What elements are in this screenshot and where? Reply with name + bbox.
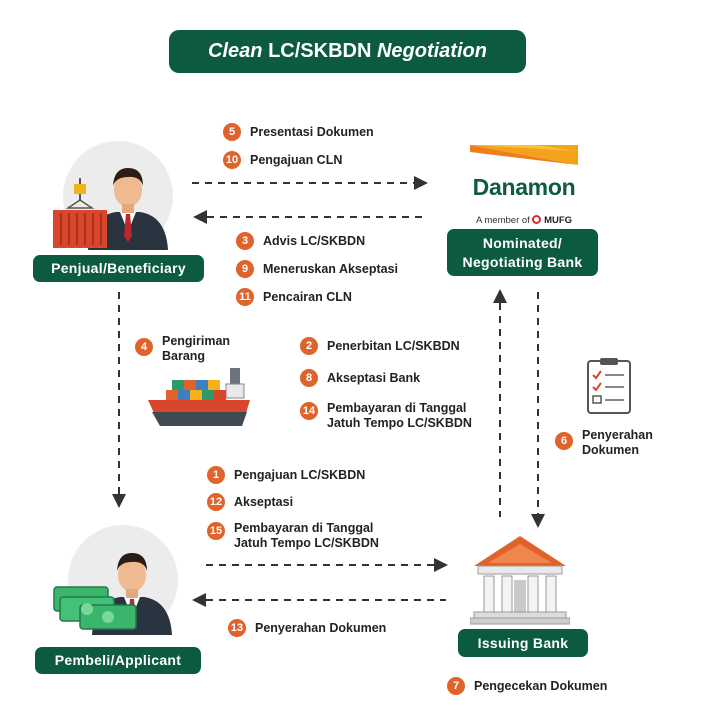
arrowhead-right-2 (434, 558, 448, 572)
step-text-line2: Barang (162, 349, 206, 363)
step-number-badge: 14 (300, 402, 318, 420)
step-3: 3 Advis LC/SKBDN (236, 232, 365, 250)
step-6: 6 Penyerahan Dokumen (555, 428, 653, 458)
member-prefix: A member of (475, 215, 530, 226)
step-text: Penerbitan LC/SKBDN (327, 338, 460, 353)
mufg-icon (532, 215, 542, 224)
step-13: 13 Penyerahan Dokumen (228, 619, 386, 637)
issuing-bank-label: Issuing Bank (458, 629, 588, 657)
step-text: Akseptasi Bank (327, 370, 421, 385)
step-text-line1: Penyerahan (582, 428, 653, 442)
step-text: Pengecekan Dokumen (474, 678, 608, 693)
step-number-badge: 2 (300, 337, 318, 355)
step-text: Pengajuan LC/SKBDN (234, 467, 366, 482)
title-part-2: LC/SKBDN (268, 40, 372, 62)
step-number-badge: 11 (236, 288, 254, 306)
step-number-badge: 1 (207, 466, 225, 484)
step-number-badge: 13 (228, 619, 246, 637)
buyer-label: Pembeli/Applicant (35, 647, 201, 674)
arrowhead-right-1 (414, 176, 428, 190)
step-number-badge: 6 (555, 432, 573, 450)
step-11: 11 Pencairan CLN (236, 288, 352, 306)
member-group: MUFG (544, 215, 573, 226)
step-number-badge: 12 (207, 493, 225, 511)
step-7: 7 Pengecekan Dokumen (447, 677, 607, 695)
step-text: Akseptasi (234, 494, 294, 509)
title-part-3: Negotiation (376, 40, 487, 62)
step-text-line2: Jatuh Tempo LC/SKBDN (234, 536, 379, 550)
step-text: Meneruskan Akseptasi (263, 261, 399, 276)
step-8: 8 Akseptasi Bank (300, 369, 420, 387)
step-text: Advis LC/SKBDN (263, 233, 366, 248)
step-15: 15 Pembayaran di Tanggal Jatuh Tempo LC/… (207, 521, 379, 551)
step-text-line1: Pembayaran di Tanggal (327, 401, 467, 415)
danamon-wordmark: Danamon (472, 174, 576, 200)
arrowhead-down-1 (112, 494, 126, 508)
step-number-badge: 8 (300, 369, 318, 387)
step-14: 14 Pembayaran di Tanggal Jatuh Tempo LC/… (300, 401, 472, 431)
arrowhead-up-1 (493, 289, 507, 303)
step-number-badge: 5 (223, 123, 241, 141)
step-number-badge: 10 (223, 151, 241, 169)
step-5: 5 Presentasi Dokumen (223, 123, 374, 141)
step-text: Pencairan CLN (263, 289, 352, 304)
title-part-1: Clean (208, 40, 263, 62)
step-9: 9 Meneruskan Akseptasi (236, 260, 398, 278)
arrowhead-left-2 (192, 593, 206, 607)
nominated-bank-label: Nominated/ Negotiating Bank (447, 229, 598, 276)
step-number-badge: 15 (207, 522, 225, 540)
nominated-label-line2: Negotiating Bank (462, 253, 583, 270)
step-1: 1 Pengajuan LC/SKBDN (207, 466, 365, 484)
step-text: Pembayaran di Tanggal Jatuh Tempo LC/SKB… (327, 401, 472, 431)
cargo-crane-icon (53, 178, 107, 248)
step-number-badge: 3 (236, 232, 254, 250)
step-text-line1: Pengiriman (162, 334, 231, 348)
step-text: Presentasi Dokumen (250, 124, 374, 139)
cash-money-icon (53, 586, 137, 630)
step-text-line2: Jatuh Tempo LC/SKBDN (327, 416, 472, 430)
step-text: Penyerahan Dokumen (582, 428, 653, 458)
cargo-ship-icon (148, 368, 250, 426)
step-2: 2 Penerbitan LC/SKBDN (300, 337, 460, 355)
arrowhead-left-1 (193, 210, 207, 224)
step-10: 10 Pengajuan CLN (223, 151, 342, 169)
step-text: Pembayaran di Tanggal Jatuh Tempo LC/SKB… (234, 521, 379, 551)
step-text: Pengiriman Barang (162, 334, 230, 364)
step-number-badge: 9 (236, 260, 254, 278)
step-text-line1: Pembayaran di Tanggal (234, 521, 374, 535)
step-4: 4 Pengiriman Barang (135, 334, 230, 364)
step-text: Pengajuan CLN (250, 152, 343, 167)
seller-businessman-icon (88, 168, 168, 250)
step-text-line2: Dokumen (582, 443, 639, 457)
seller-label: Penjual/Beneficiary (33, 255, 204, 282)
step-number-badge: 7 (447, 677, 465, 695)
danamon-logo-mark (470, 145, 578, 165)
danamon-member-line: A member of MUFG (466, 215, 582, 226)
nominated-label-line1: Nominated/ (482, 234, 563, 251)
step-12: 12 Akseptasi (207, 493, 293, 511)
diagram-title: Clean LC/SKBDN Negotiation (169, 30, 526, 73)
bank-building-icon (470, 536, 570, 625)
danamon-logo: Danamon A member of MUFG (466, 143, 582, 226)
step-number-badge: 4 (135, 338, 153, 356)
step-text: Penyerahan Dokumen (255, 620, 387, 635)
document-checklist-icon (587, 358, 631, 414)
arrowhead-down-2 (531, 514, 545, 528)
